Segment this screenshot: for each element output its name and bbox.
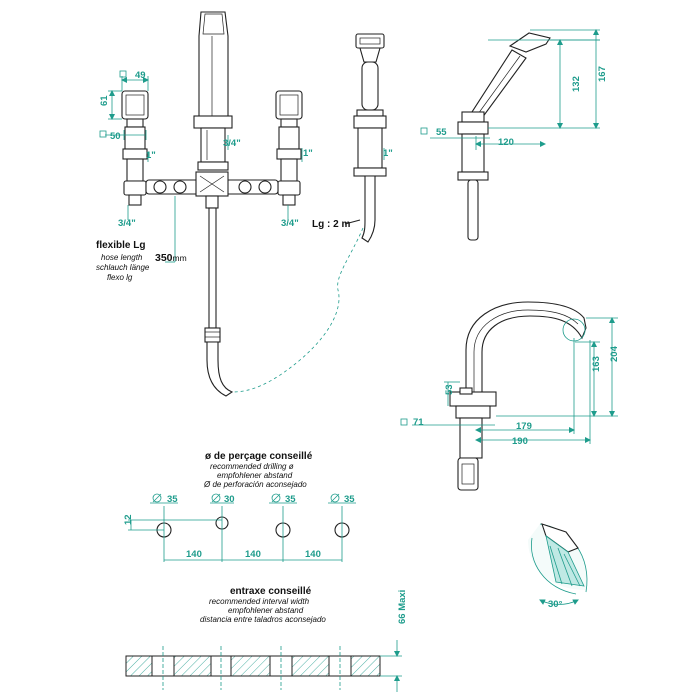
- left-handle: [121, 90, 149, 206]
- thread-34-spout: 3/4": [223, 138, 241, 149]
- hose-length: Lg : 2 m: [312, 219, 350, 230]
- drill-spacing-1: 140: [186, 549, 202, 560]
- drill-dia-4: 35: [344, 494, 355, 505]
- drill-dia-3: 35: [285, 494, 296, 505]
- interval-max: 66 Maxi: [397, 590, 408, 624]
- spout: [193, 11, 233, 171]
- drilling-title: ø de perçage conseillé: [205, 451, 313, 462]
- flexible-hose: [204, 207, 234, 397]
- dim-190: 190: [512, 436, 528, 447]
- drilling-en: recommended drilling ø: [210, 462, 294, 471]
- flexible-en: hose length: [101, 253, 143, 262]
- dim-53: 53: [444, 384, 455, 395]
- spray-detail: 30°: [528, 523, 588, 610]
- shower-thread: 1": [383, 148, 393, 159]
- drilling-section: ø de perçage conseillé recommended drill…: [123, 451, 356, 562]
- dim-132: 132: [571, 76, 582, 92]
- thread-1-right: 1": [303, 148, 313, 159]
- drill-dim-12: 12: [123, 514, 134, 525]
- shower-side-view: 55 120 132 167: [420, 29, 608, 241]
- dim-49: 49: [135, 70, 146, 81]
- dim-71: 71: [413, 417, 424, 428]
- flexible-length: 350mm: [155, 252, 187, 264]
- dim-163: 163: [591, 356, 602, 372]
- distribution-body: [145, 171, 279, 209]
- drilling-de: empfohlener abstand: [217, 471, 293, 480]
- dim-179: 179: [516, 421, 532, 432]
- drill-dia-2: 30: [224, 494, 235, 505]
- drill-spacing-2: 140: [245, 549, 261, 560]
- interval-de: empfohlener abstand: [228, 606, 304, 615]
- dim-204: 204: [609, 345, 620, 362]
- right-handle: [275, 90, 303, 206]
- interval-es: distancia entre taladros aconsejado: [200, 615, 326, 624]
- flexible-es: flexo lg: [107, 273, 133, 282]
- dim-120: 120: [498, 137, 514, 148]
- interval-section: entraxe conseillé recommended interval w…: [125, 586, 408, 692]
- drill-dia-1: 35: [167, 494, 178, 505]
- thread-34-right: 3/4": [281, 218, 299, 229]
- dim-61: 61: [99, 95, 110, 106]
- front-view: 49 61 50 1" 3/4" 1" 3/4" 3/4" flexible L…: [96, 11, 364, 397]
- shower-front-view: 1" Lg : 2 m: [312, 33, 393, 243]
- interval-title: entraxe conseillé: [230, 586, 312, 597]
- spout-side-view: 71 53 163 204 179 190: [400, 301, 620, 491]
- flexible-de: schlauch länge: [96, 263, 150, 272]
- dim-50: 50: [110, 131, 121, 142]
- interval-en: recommended interval width: [209, 597, 310, 606]
- thread-1-left: 1": [146, 150, 156, 161]
- front-dimensions: 49 61 50 1" 3/4" 1" 3/4" 3/4" flexible L…: [96, 70, 364, 393]
- drill-spacing-3: 140: [305, 549, 321, 560]
- drilling-es: Ø de perforación aconsejado: [203, 480, 307, 489]
- thread-34-left: 3/4": [118, 218, 136, 229]
- dim-55: 55: [436, 127, 447, 138]
- spray-angle: 30°: [548, 599, 563, 610]
- flexible-title: flexible Lg: [96, 240, 145, 251]
- dim-167: 167: [597, 66, 608, 82]
